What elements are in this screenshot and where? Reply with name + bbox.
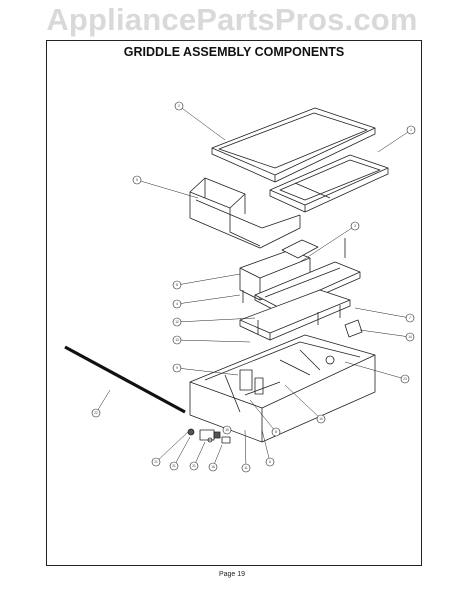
callout-label: 4 — [176, 302, 178, 306]
screws — [242, 238, 346, 335]
callout-label: 8 — [176, 283, 178, 287]
callout-label: 15 — [225, 428, 229, 432]
page-number: Page 19 — [218, 571, 246, 578]
callout-label: 23 — [403, 377, 407, 381]
callout-label: 6 — [269, 460, 271, 464]
callout-label: 11 — [244, 466, 248, 470]
callout-label: 1 — [410, 128, 412, 132]
callout-label: 21 — [192, 464, 196, 468]
callout-label: 21 — [172, 464, 176, 468]
page-title: GRIDDLE ASSEMBLY COMPONENTS — [123, 45, 345, 59]
callout-label: 3 — [354, 224, 356, 228]
callout-label: 22 — [94, 411, 98, 415]
grease-tray — [269, 154, 389, 213]
callout-label: 16 — [211, 465, 215, 469]
valve-fittings — [187, 428, 231, 444]
callout-label: 8 — [275, 430, 277, 434]
callout-label: 2 — [178, 104, 180, 108]
page-frame — [46, 40, 422, 566]
callout-label: 13 — [175, 338, 179, 342]
callout-label: 12 — [175, 320, 179, 324]
burner-bracket — [239, 239, 319, 301]
callout-label: 10 — [319, 417, 323, 421]
lower-tray — [239, 289, 351, 341]
callout-label: 9 — [176, 366, 178, 370]
callout-label: 5 — [136, 178, 138, 182]
watermark-logo: AppliancePartsPros.com — [46, 2, 418, 37]
griddle-plate — [211, 107, 376, 183]
gas-tube — [64, 345, 186, 414]
callout-label: 21 — [154, 460, 158, 464]
callout-label: 14 — [408, 335, 412, 339]
callout-label: 7 — [409, 316, 411, 320]
base-housing — [189, 334, 376, 443]
side-bracket — [339, 305, 363, 338]
burner-frame — [189, 177, 301, 249]
